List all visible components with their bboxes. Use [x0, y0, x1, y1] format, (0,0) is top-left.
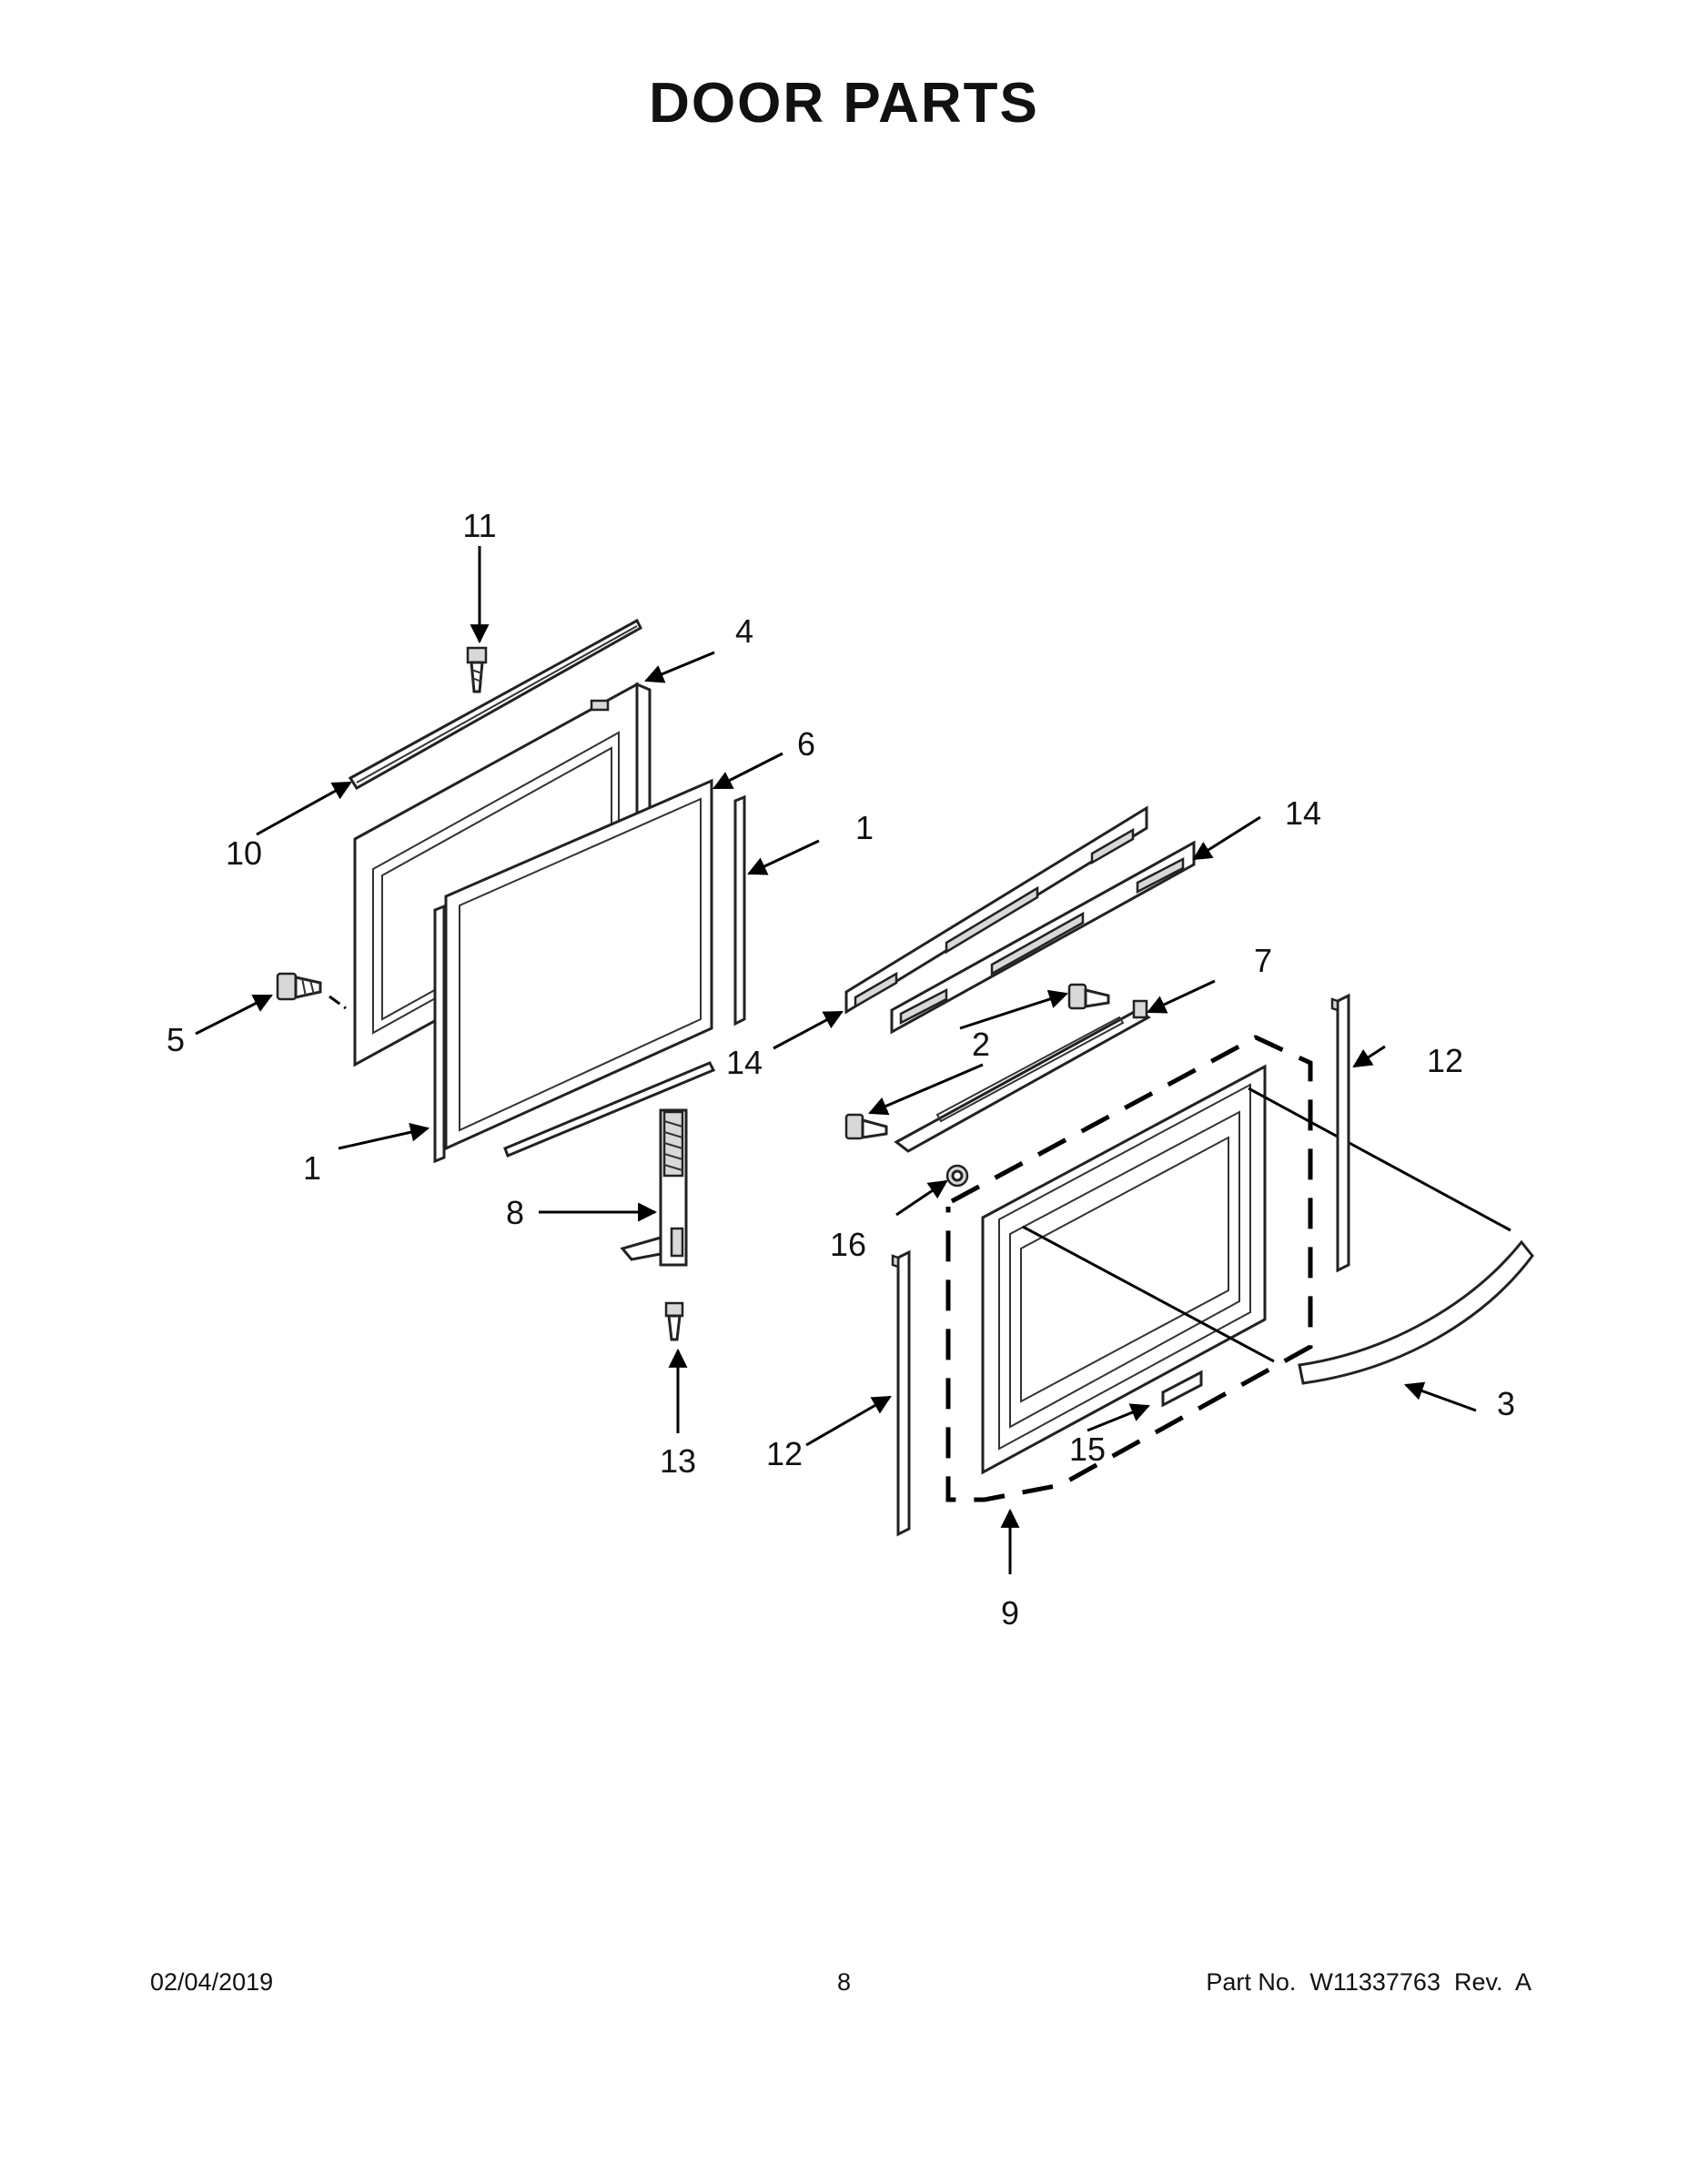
- outer-door-frame: [981, 1064, 1267, 1475]
- part-12-trim-right: [1330, 993, 1350, 1273]
- callout-3: 3: [1497, 1385, 1515, 1422]
- part-13-screw: [664, 1301, 684, 1341]
- part-3-handle: [1298, 1239, 1534, 1385]
- part-2-screw-top: [1067, 983, 1110, 1010]
- part-9-outer-door-outline: [945, 1035, 1313, 1502]
- callout-15: 15: [1069, 1431, 1106, 1468]
- callout-11: 11: [462, 507, 496, 544]
- part-1-seal-left: [433, 904, 446, 1164]
- part-16-washer: [945, 1164, 969, 1188]
- part-11-screw: [466, 646, 488, 693]
- callout-2: 2: [972, 1026, 990, 1063]
- part-14-channel-lower: [890, 840, 1196, 1035]
- part-15-badge: [1161, 1370, 1203, 1408]
- callout-1-top: 1: [855, 809, 874, 846]
- footer-part-info: Part No. W11337763 Rev. A: [1206, 1968, 1531, 1996]
- part-12-trim-left: [891, 1249, 911, 1537]
- callout-14-top: 14: [1285, 794, 1321, 832]
- footer-page-number: 8: [836, 1968, 852, 1996]
- callout-12-right: 12: [1427, 1042, 1463, 1079]
- part-7-bracket: [894, 999, 1151, 1153]
- part-2-screw-bottom: [844, 1113, 888, 1140]
- page-title: DOOR PARTS: [649, 72, 1039, 135]
- part-8-hinge: [620, 1108, 688, 1267]
- part-seal-bottom: [503, 1061, 716, 1158]
- part-10-top-trim: [348, 618, 642, 791]
- callout-13: 13: [660, 1442, 696, 1480]
- callout-14-left: 14: [726, 1044, 763, 1081]
- part-6-glass-panel: [444, 778, 713, 1151]
- callout-5: 5: [167, 1021, 185, 1058]
- callout-12-left: 12: [766, 1435, 803, 1472]
- callout-9: 9: [1001, 1594, 1019, 1632]
- part-14-channel-upper: [844, 805, 1148, 1015]
- callout-6: 6: [797, 725, 815, 763]
- part-1-seal-right: [733, 794, 746, 1026]
- footer-date: 02/04/2019: [150, 1968, 274, 1996]
- callout-7: 7: [1254, 942, 1272, 979]
- callout-8: 8: [506, 1194, 524, 1231]
- callout-16: 16: [830, 1226, 866, 1263]
- callout-10: 10: [226, 834, 262, 872]
- callout-4: 4: [735, 612, 753, 650]
- callout-1-bottom: 1: [303, 1149, 321, 1187]
- part-5-screw: [276, 972, 322, 1001]
